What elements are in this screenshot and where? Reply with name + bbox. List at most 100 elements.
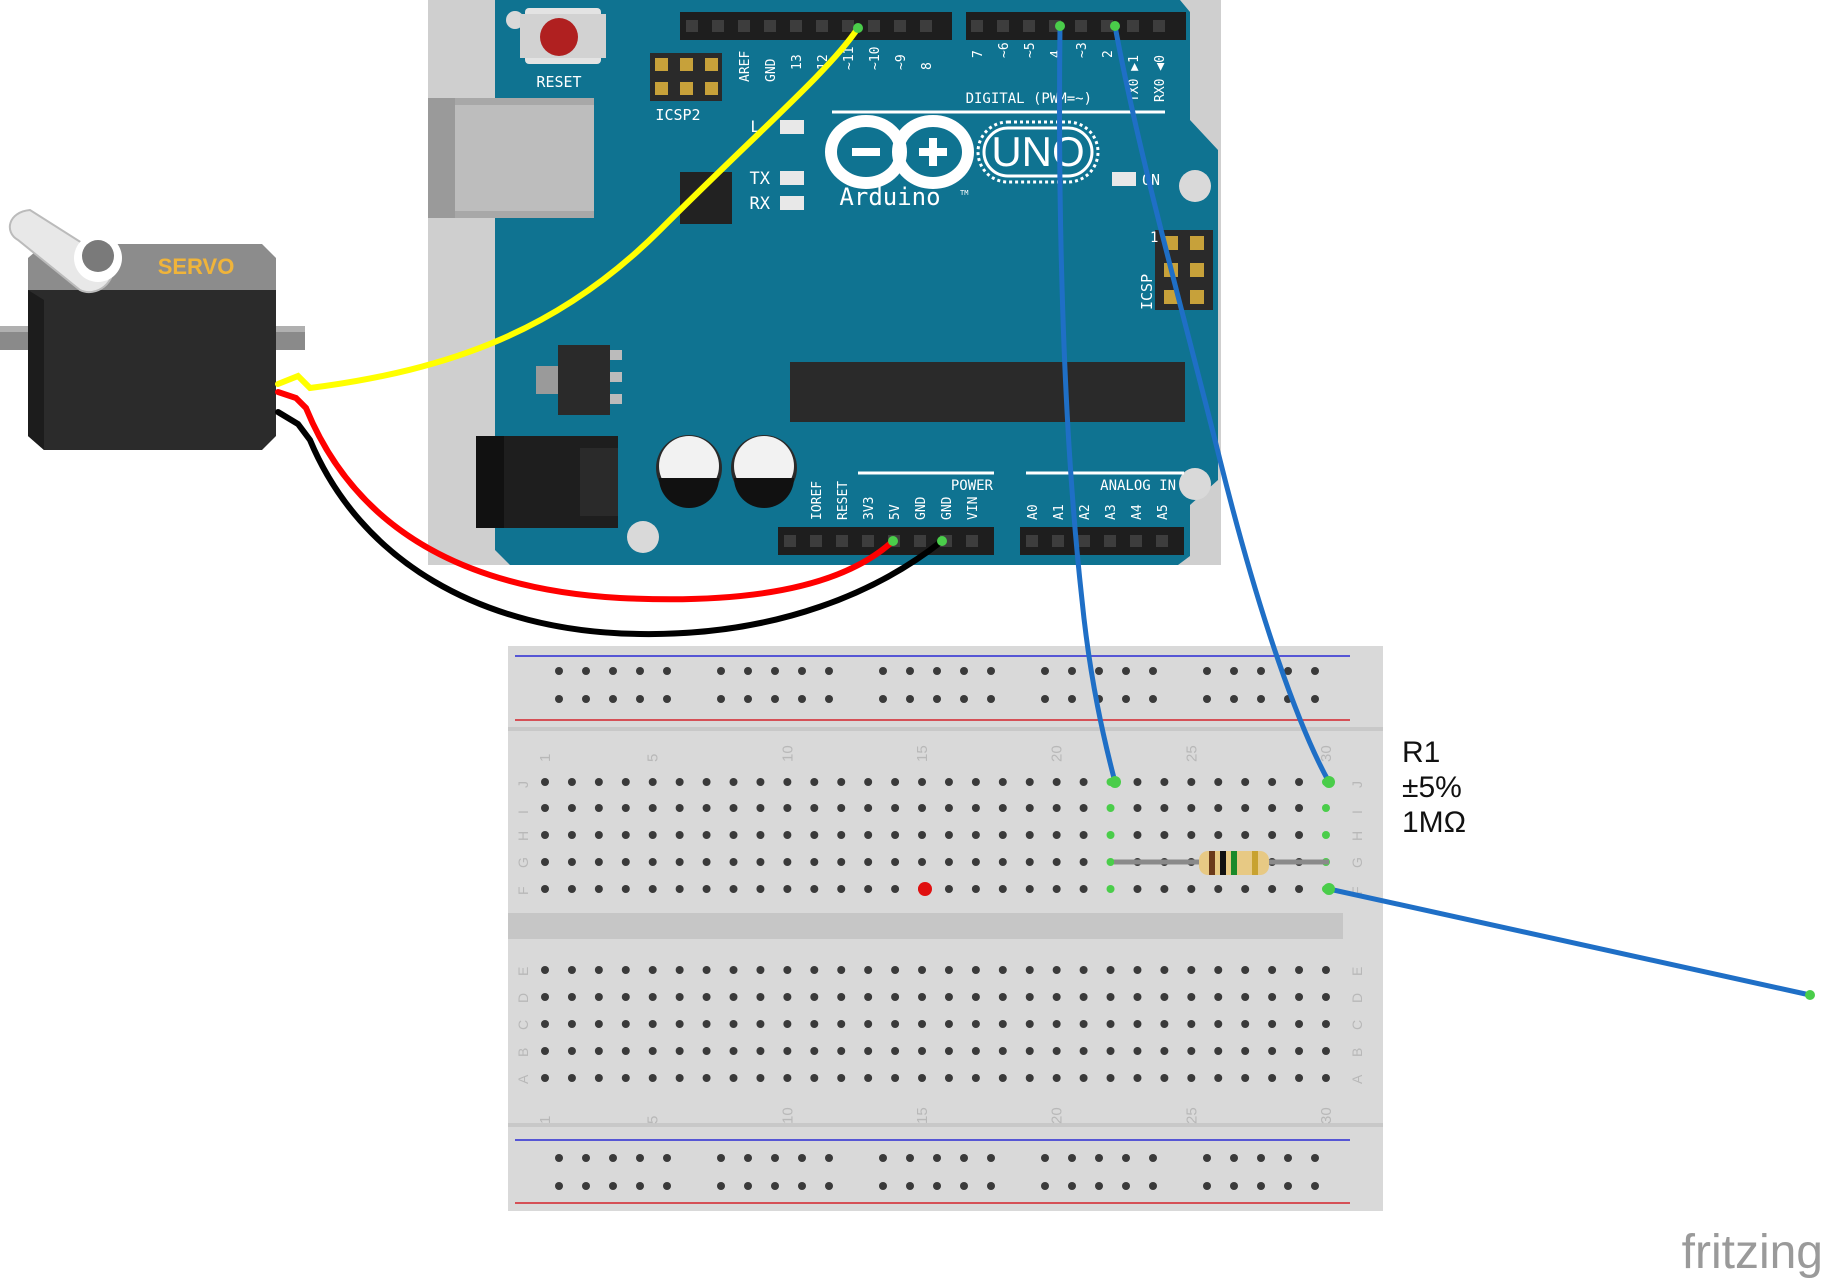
breadboard-hole[interactable]	[918, 1047, 927, 1055]
breadboard-hole[interactable]	[971, 778, 980, 786]
rail-hole[interactable]	[717, 667, 725, 675]
breadboard-hole[interactable]	[864, 858, 873, 866]
breadboard-hole[interactable]	[675, 778, 684, 786]
breadboard-hole[interactable]	[675, 1047, 684, 1055]
breadboard-hole[interactable]	[1106, 1020, 1115, 1028]
breadboard-hole[interactable]	[891, 966, 900, 974]
breadboard-hole[interactable]	[1187, 1047, 1196, 1055]
rail-hole[interactable]	[1122, 1182, 1130, 1190]
rail-hole[interactable]	[744, 667, 752, 675]
breadboard-hole[interactable]	[702, 966, 711, 974]
breadboard-hole[interactable]	[864, 885, 873, 893]
breadboard-hole[interactable]	[675, 858, 684, 866]
breadboard-hole[interactable]	[864, 1074, 873, 1082]
breadboard-hole[interactable]	[837, 1047, 846, 1055]
breadboard-hole[interactable]	[837, 858, 846, 866]
breadboard-hole[interactable]	[756, 858, 765, 866]
breadboard-hole[interactable]	[567, 1047, 576, 1055]
breadboard-hole[interactable]	[648, 966, 657, 974]
rail-hole[interactable]	[582, 695, 590, 703]
rail-hole[interactable]	[1095, 1154, 1103, 1162]
breadboard-hole[interactable]	[756, 966, 765, 974]
rail-hole[interactable]	[1095, 667, 1103, 675]
breadboard-hole[interactable]	[971, 804, 980, 812]
rail-hole[interactable]	[1149, 1182, 1157, 1190]
breadboard-hole[interactable]	[1133, 885, 1142, 893]
rail-hole[interactable]	[1122, 695, 1130, 703]
rail-hole[interactable]	[987, 1182, 995, 1190]
breadboard-hole[interactable]	[998, 1074, 1007, 1082]
header-pin-hole[interactable]	[686, 20, 698, 32]
breadboard-hole[interactable]	[1079, 885, 1088, 893]
breadboard-hole[interactable]	[1268, 1047, 1277, 1055]
breadboard-hole[interactable]	[1025, 993, 1034, 1001]
breadboard-hole[interactable]	[1295, 966, 1304, 974]
rail-hole[interactable]	[825, 1182, 833, 1190]
breadboard-hole[interactable]	[971, 858, 980, 866]
breadboard-hole[interactable]	[729, 1074, 738, 1082]
rail-hole[interactable]	[906, 1154, 914, 1162]
breadboard-hole[interactable]	[1052, 1074, 1061, 1082]
breadboard-hole[interactable]	[1187, 1020, 1196, 1028]
breadboard-hole[interactable]	[1052, 1020, 1061, 1028]
pin3-wire[interactable]	[1057, 23, 1118, 785]
breadboard-hole[interactable]	[1025, 885, 1034, 893]
header-pin-hole[interactable]	[836, 535, 848, 547]
rail-hole[interactable]	[1230, 667, 1238, 675]
breadboard-hole[interactable]	[621, 1020, 630, 1028]
breadboard-hole[interactable]	[756, 1047, 765, 1055]
breadboard-hole[interactable]	[1133, 1074, 1142, 1082]
rail-hole[interactable]	[825, 695, 833, 703]
breadboard-hole[interactable]	[1079, 966, 1088, 974]
breadboard-hole[interactable]	[864, 993, 873, 1001]
rail-hole[interactable]	[663, 1154, 671, 1162]
breadboard-hole[interactable]	[702, 1047, 711, 1055]
breadboard-hole[interactable]	[1106, 804, 1115, 812]
breadboard-hole[interactable]	[1025, 858, 1034, 866]
breadboard-hole[interactable]	[648, 804, 657, 812]
breadboard-hole[interactable]	[702, 993, 711, 1001]
breadboard-hole[interactable]	[1187, 966, 1196, 974]
breadboard-hole[interactable]	[1052, 831, 1061, 839]
breadboard-hole[interactable]	[1268, 1020, 1277, 1028]
breadboard-hole[interactable]	[918, 858, 927, 866]
breadboard-hole[interactable]	[971, 1074, 980, 1082]
header-pin-hole[interactable]	[764, 20, 776, 32]
breadboard-hole[interactable]	[1079, 1020, 1088, 1028]
rail-hole[interactable]	[555, 695, 563, 703]
header-pin-hole[interactable]	[790, 20, 802, 32]
breadboard-hole[interactable]	[1079, 804, 1088, 812]
header-pin-hole[interactable]	[997, 20, 1009, 32]
rail-hole[interactable]	[1284, 1182, 1292, 1190]
breadboard-hole[interactable]	[1106, 885, 1115, 893]
rail-hole[interactable]	[663, 1182, 671, 1190]
header-pin-hole[interactable]	[1104, 535, 1116, 547]
rail-hole[interactable]	[1068, 1182, 1076, 1190]
breadboard-hole[interactable]	[729, 993, 738, 1001]
breadboard-hole[interactable]	[729, 831, 738, 839]
breadboard-hole[interactable]	[1214, 778, 1223, 786]
breadboard-hole[interactable]	[918, 831, 927, 839]
rail-hole[interactable]	[960, 1154, 968, 1162]
breadboard-hole[interactable]	[1133, 1047, 1142, 1055]
breadboard-hole[interactable]	[1268, 993, 1277, 1001]
header-pin-hole[interactable]	[1052, 535, 1064, 547]
breadboard-hole[interactable]	[1241, 778, 1250, 786]
rail-hole[interactable]	[933, 1182, 941, 1190]
header-pin-hole[interactable]	[1101, 20, 1113, 32]
breadboard-hole[interactable]	[1214, 1047, 1223, 1055]
breadboard-hole[interactable]	[1295, 885, 1304, 893]
breadboard-hole[interactable]	[810, 966, 819, 974]
breadboard-hole[interactable]	[567, 966, 576, 974]
breadboard-hole[interactable]	[891, 993, 900, 1001]
breadboard-hole[interactable]	[567, 1020, 576, 1028]
breadboard-hole[interactable]	[1187, 778, 1196, 786]
rail-hole[interactable]	[1311, 1154, 1319, 1162]
breadboard-hole[interactable]	[675, 885, 684, 893]
rail-hole[interactable]	[825, 1154, 833, 1162]
breadboard-hole[interactable]	[541, 1074, 549, 1082]
breadboard-hole[interactable]	[594, 885, 603, 893]
breadboard-hole[interactable]	[1079, 778, 1088, 786]
rail-hole[interactable]	[798, 1182, 806, 1190]
breadboard-hole[interactable]	[971, 1020, 980, 1028]
